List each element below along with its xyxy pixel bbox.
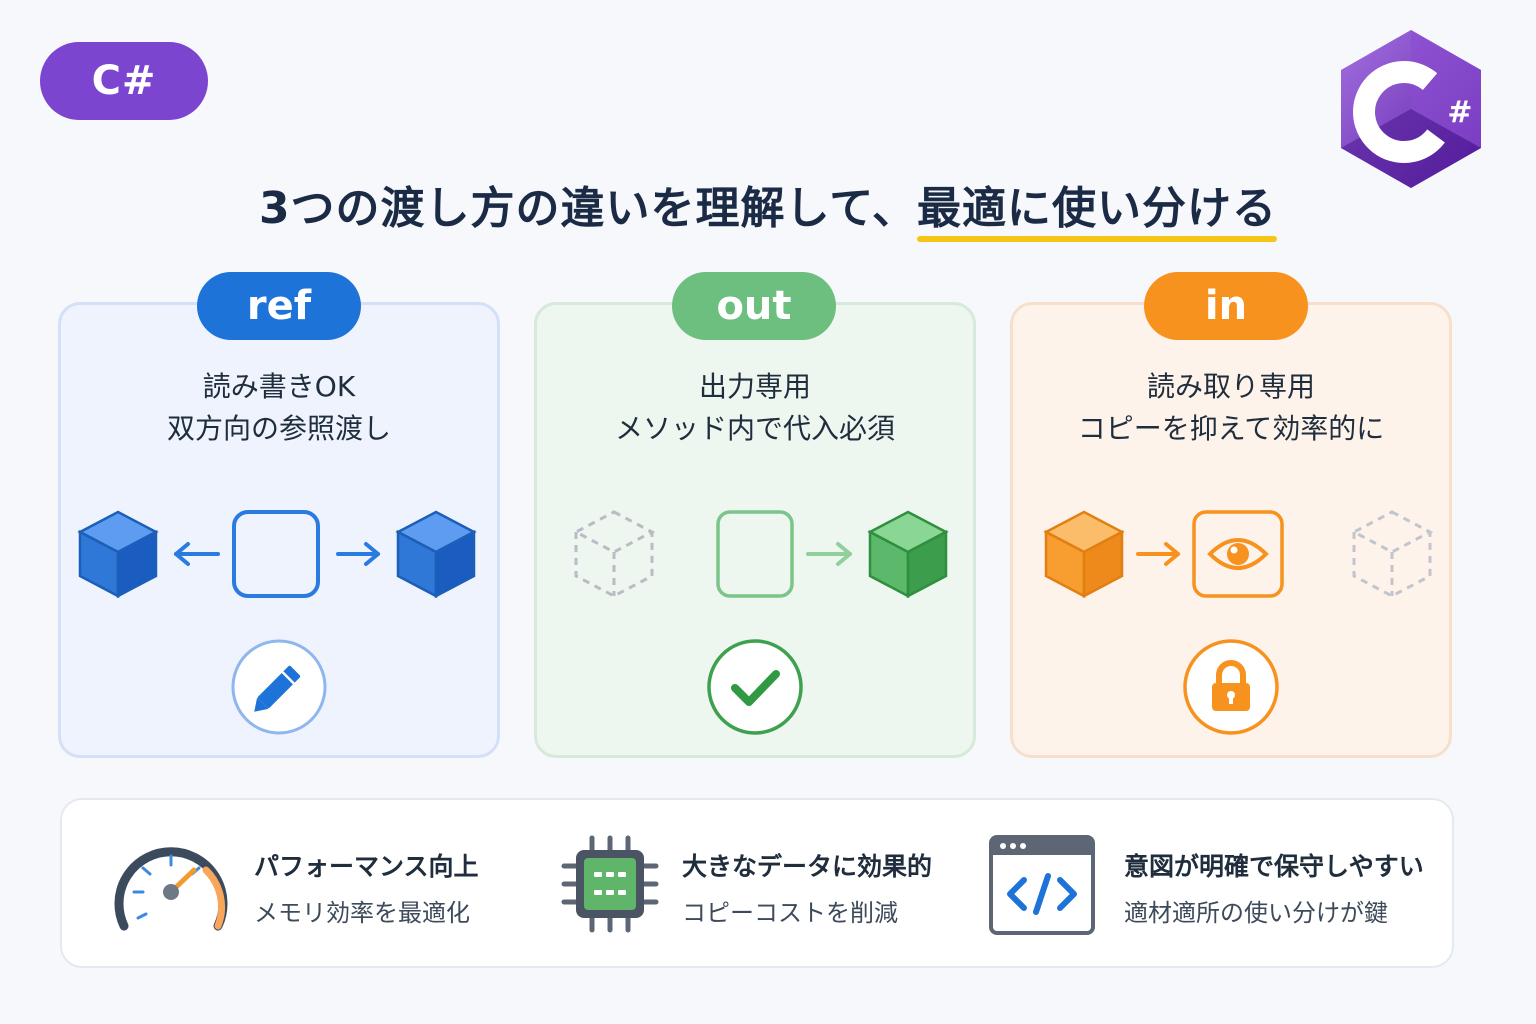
reference-box-icon	[232, 510, 320, 598]
title-prefix: 3つの渡し方の違いを理解して、	[258, 183, 918, 234]
arrow-left-icon	[174, 542, 220, 566]
chip-icon	[561, 835, 659, 933]
feature-title-large-data: 大きなデータに効果的	[682, 852, 933, 881]
out-line1: 出力専用	[698, 370, 811, 403]
arrow-right-icon	[1136, 542, 1180, 566]
eye-icon	[1207, 538, 1269, 570]
title-highlight: 最適に使い分ける	[917, 172, 1278, 242]
feature-subtitle-performance: メモリ効率を最適化	[254, 899, 470, 927]
empty-cube-icon	[572, 510, 656, 598]
cube-icon	[867, 510, 949, 599]
cube-icon	[1043, 510, 1125, 599]
feature-title-clarity: 意図が明確で保守しやすい	[1124, 852, 1424, 881]
speedometer-icon	[114, 847, 228, 931]
out-flow-diagram	[572, 510, 949, 599]
ref-line1: 読み書きOK	[202, 370, 356, 403]
feature-subtitle-clarity: 適材適所の使い分けが鍵	[1124, 899, 1388, 927]
empty-cube-icon	[1350, 510, 1434, 598]
ref-description: 読み書きOK 双方向の参照渡し	[58, 366, 500, 450]
output-box-icon	[716, 510, 794, 598]
pencil-icon	[231, 639, 327, 735]
feature-title-performance: パフォーマンス向上	[254, 852, 479, 881]
ref-flow-diagram	[77, 510, 477, 599]
csharp-logo-icon: #	[1341, 30, 1481, 188]
in-badge: in	[1144, 272, 1308, 340]
out-line2: メソッド内で代入必須	[614, 412, 895, 445]
language-tag: C#	[40, 42, 208, 120]
cube-icon	[77, 510, 159, 599]
in-description: 読み取り専用 コピーを抑えて効率的に	[1010, 366, 1452, 450]
out-badge: out	[672, 272, 836, 340]
ref-line2: 双方向の参照渡し	[166, 412, 391, 445]
code-window-icon	[989, 835, 1095, 935]
in-line1: 読み取り専用	[1146, 370, 1315, 403]
arrow-right-icon	[336, 542, 380, 566]
lock-icon	[1183, 639, 1279, 735]
arrow-right-icon	[806, 542, 852, 566]
ref-badge: ref	[197, 272, 361, 340]
check-icon	[707, 639, 803, 735]
logo-hash: #	[1447, 95, 1472, 130]
out-description: 出力専用 メソッド内で代入必須	[534, 366, 976, 450]
feature-subtitle-large-data: コピーコストを削減	[682, 899, 898, 927]
in-line2: コピーを抑えて効率的に	[1077, 412, 1385, 445]
features-bar	[60, 798, 1454, 968]
page-title: 3つの渡し方の違いを理解して、最適に使い分ける	[0, 172, 1536, 242]
in-flow-diagram	[1043, 510, 1434, 599]
cube-icon	[395, 510, 477, 599]
